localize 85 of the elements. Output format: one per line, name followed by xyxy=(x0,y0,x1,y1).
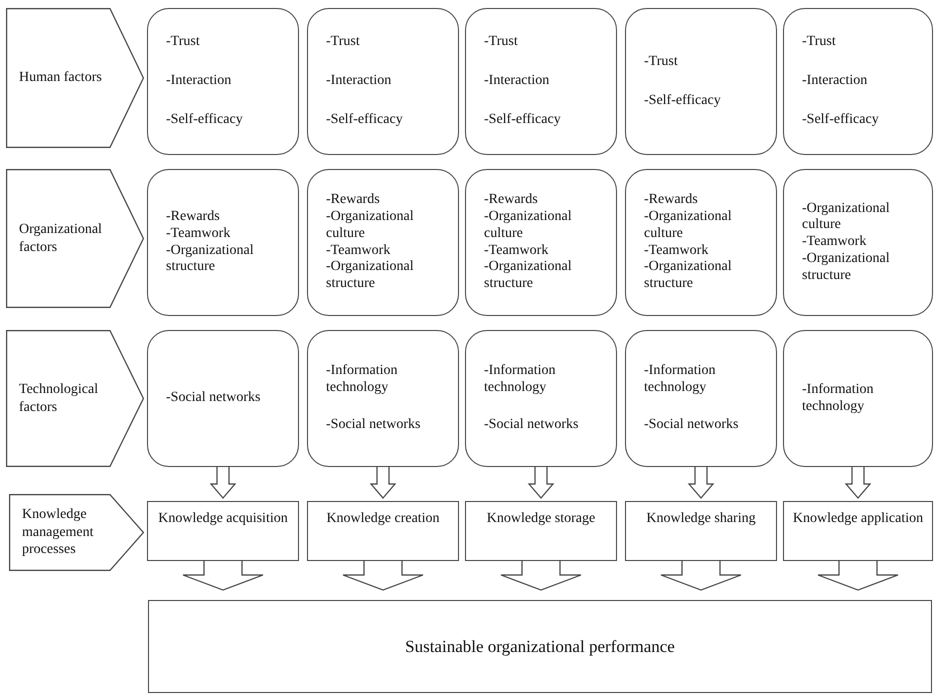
factor-item: -Interaction xyxy=(802,73,868,90)
factor-item: -Teamwork xyxy=(484,242,550,260)
factor-item: -Self-efficacy xyxy=(644,92,722,110)
factor-item: -Organizational structure xyxy=(802,250,891,284)
pentagon-header xyxy=(6,330,144,467)
factor-box xyxy=(465,169,617,316)
factor-box xyxy=(147,330,299,467)
process-label: Knowledge sharing xyxy=(646,511,756,526)
factor-box xyxy=(147,8,299,155)
factor-box xyxy=(307,330,459,467)
factor-item: -Rewards xyxy=(166,208,221,226)
block-arrow xyxy=(660,559,742,591)
row-label: Organizational factors xyxy=(19,221,103,256)
process-box xyxy=(307,501,459,561)
process-box xyxy=(783,501,933,561)
process-box xyxy=(625,501,777,561)
factor-item: -Self-efficacy xyxy=(484,112,562,129)
factor-box xyxy=(307,169,459,316)
factor-item: -Teamwork xyxy=(644,242,710,260)
factor-item: -Self-efficacy xyxy=(326,112,404,129)
factor-item: -Rewards xyxy=(484,192,539,209)
block-arrow xyxy=(182,559,264,591)
pentagon-header xyxy=(9,494,144,571)
factor-item: -Organizational structure xyxy=(326,259,415,293)
factor-item: -Teamwork xyxy=(166,226,232,242)
factor-item: -Rewards xyxy=(326,192,381,209)
factor-item: -Information technology xyxy=(644,363,717,397)
factor-item: -Teamwork xyxy=(802,234,868,251)
factor-box xyxy=(783,169,933,316)
process-box xyxy=(465,501,617,561)
factor-item: -Social networks xyxy=(166,390,262,407)
factor-item: -Organizational structure xyxy=(484,259,573,293)
factor-item: -Trust xyxy=(644,54,679,70)
factor-box xyxy=(625,8,777,155)
block-arrow xyxy=(210,466,236,499)
factor-item: -Social networks xyxy=(644,416,740,434)
factor-box xyxy=(783,8,933,155)
factor-box xyxy=(147,169,299,316)
block-arrow xyxy=(528,466,554,499)
factor-item: -Organizational structure xyxy=(644,259,733,293)
process-label: Knowledge creation xyxy=(326,511,440,526)
factor-item: -Trust xyxy=(166,34,201,52)
factor-box xyxy=(625,169,777,316)
factor-item: -Trust xyxy=(484,34,519,52)
factor-item: -Trust xyxy=(802,34,837,52)
factor-item: -Interaction xyxy=(326,73,392,90)
block-arrow xyxy=(817,559,899,591)
factor-box xyxy=(625,330,777,467)
factor-item: -Organizational culture xyxy=(484,208,573,242)
block-arrow xyxy=(370,466,396,499)
factor-item: -Organizational culture xyxy=(802,200,891,234)
block-arrow xyxy=(844,466,872,499)
factor-item: -Rewards xyxy=(644,192,699,209)
factor-item: -Information technology xyxy=(802,382,875,416)
factor-item: -Interaction xyxy=(166,73,232,90)
factor-item: -Information technology xyxy=(484,363,557,397)
factor-item: -Self-efficacy xyxy=(802,112,880,129)
outcome-label: Sustainable organizational performance xyxy=(405,636,675,656)
factor-box xyxy=(783,330,933,467)
factor-item: -Information technology xyxy=(326,363,399,397)
factor-item: -Social networks xyxy=(326,416,422,434)
row-label: Technological factors xyxy=(19,381,100,416)
factor-item: -Interaction xyxy=(484,73,550,90)
outcome-box xyxy=(148,600,932,693)
pentagon-header xyxy=(6,169,144,308)
factor-box xyxy=(465,8,617,155)
process-box xyxy=(147,501,299,561)
factor-box xyxy=(465,330,617,467)
process-label: Knowledge acquisition xyxy=(158,511,288,526)
block-arrow xyxy=(688,466,714,499)
process-label: Knowledge storage xyxy=(486,511,596,526)
process-label: Knowledge application xyxy=(792,511,924,526)
factor-item: -Trust xyxy=(326,34,361,52)
factor-item: -Social networks xyxy=(484,416,580,434)
factor-item: -Organizational culture xyxy=(326,208,415,242)
factor-item: -Organizational structure xyxy=(166,242,255,276)
factor-item: -Organizational culture xyxy=(644,208,733,242)
factor-box xyxy=(307,8,459,155)
factor-item: -Teamwork xyxy=(326,242,392,260)
row-label: Human factors xyxy=(19,69,102,87)
block-arrow xyxy=(342,559,424,591)
pentagon-header xyxy=(6,8,144,148)
factor-item: -Self-efficacy xyxy=(166,112,244,129)
block-arrow xyxy=(500,559,582,591)
row-label: Knowledge management processes xyxy=(22,506,95,559)
